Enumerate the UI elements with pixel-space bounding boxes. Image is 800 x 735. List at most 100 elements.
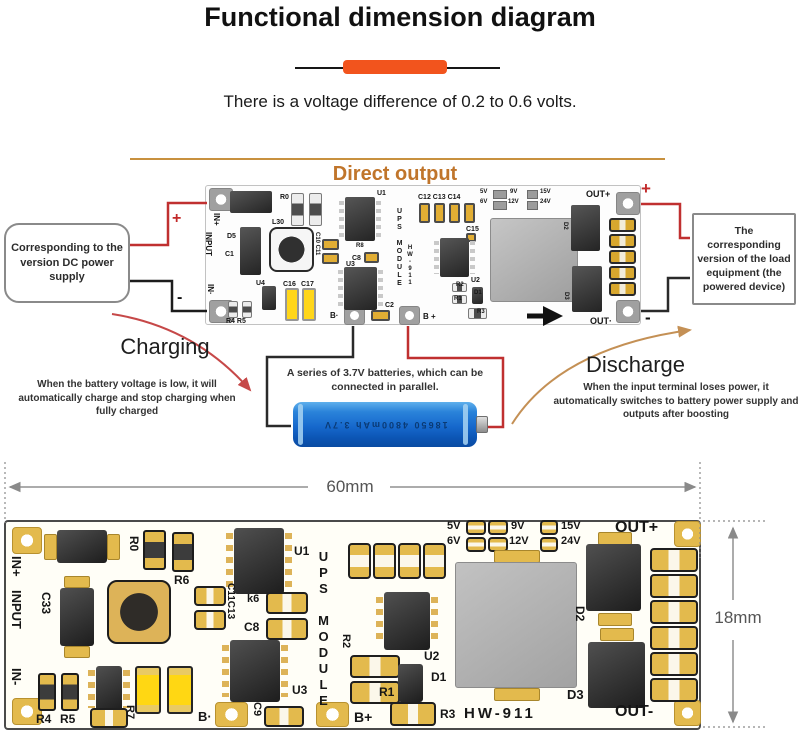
width-dimension-label: 60mm bbox=[314, 477, 386, 497]
capacitor bbox=[302, 288, 316, 321]
component-label: D5 bbox=[227, 233, 236, 240]
pad-out-plus bbox=[616, 192, 640, 215]
component-label: C10 C11 bbox=[314, 232, 320, 256]
power-supply-box-text: Corresponding to the version DC power su… bbox=[11, 241, 123, 284]
capacitor bbox=[135, 666, 161, 714]
capacitor bbox=[609, 266, 636, 280]
mosfet-d3 bbox=[572, 266, 602, 312]
power-supply-box: Corresponding to the version DC power su… bbox=[4, 223, 130, 303]
battery-print-text: 18650 4800mAh 3.7V bbox=[322, 419, 448, 430]
discharge-title: Discharge bbox=[585, 352, 686, 377]
load-equipment-box-text: The corresponding version of the load eq… bbox=[697, 224, 791, 294]
mosfet-d2 bbox=[571, 205, 600, 251]
component-label: U2 bbox=[471, 277, 480, 284]
pad-b-plus bbox=[316, 702, 349, 727]
polarity-minus: - bbox=[645, 308, 651, 327]
shield-block bbox=[490, 218, 578, 302]
component-label: UPS MODULE bbox=[396, 208, 403, 288]
diode bbox=[230, 191, 272, 213]
component-label: OUT+ bbox=[586, 189, 611, 199]
capacitor bbox=[609, 218, 636, 232]
component-label: 9V bbox=[511, 520, 525, 532]
capacitor bbox=[398, 543, 421, 579]
polarity-plus: + bbox=[641, 179, 651, 198]
component-label: IN+ bbox=[212, 213, 221, 226]
shield-block bbox=[455, 562, 577, 688]
diode bbox=[57, 530, 107, 563]
component-label: B+ bbox=[354, 709, 373, 725]
capacitor bbox=[464, 203, 475, 223]
pad-out-minus bbox=[674, 700, 701, 726]
charging-title: Charging bbox=[120, 334, 210, 359]
resistor bbox=[228, 301, 238, 318]
resistor bbox=[90, 708, 128, 728]
polarity-plus: + bbox=[172, 210, 182, 227]
battery-caption: A series of 3.7V batteries, which can be… bbox=[286, 367, 484, 394]
capacitor bbox=[373, 543, 396, 579]
component-label: R0 bbox=[127, 536, 141, 552]
pad bbox=[600, 628, 634, 641]
component-label: U3 bbox=[292, 683, 308, 697]
inductor bbox=[107, 580, 171, 644]
capacitor bbox=[650, 600, 698, 624]
component-label: R1 bbox=[454, 296, 462, 302]
component-label: INPUT bbox=[9, 590, 24, 629]
component-label: C8 bbox=[352, 255, 361, 262]
resistor bbox=[242, 301, 252, 318]
component-label: U1 bbox=[377, 190, 386, 197]
component-label: U1 bbox=[294, 544, 310, 558]
capacitor bbox=[650, 678, 698, 702]
pad-b-minus bbox=[215, 702, 248, 727]
battery-ring bbox=[463, 404, 468, 445]
component-label: C8 bbox=[244, 620, 260, 634]
component-label: D2 bbox=[562, 222, 568, 230]
jumper bbox=[466, 537, 486, 552]
pad-out-minus bbox=[616, 300, 640, 323]
component-label: R7 bbox=[124, 705, 136, 720]
resistor bbox=[452, 295, 467, 304]
component-label: L30 bbox=[272, 219, 285, 226]
mosfet-d3 bbox=[588, 642, 645, 708]
capacitor bbox=[167, 666, 193, 714]
component-label: C33 bbox=[39, 592, 53, 615]
component-label: R5 bbox=[60, 712, 76, 726]
wire-black-output bbox=[641, 276, 690, 313]
resistor bbox=[452, 283, 467, 292]
resistor bbox=[61, 673, 79, 711]
pad bbox=[494, 688, 540, 701]
capacitor bbox=[650, 626, 698, 650]
component-label: C12 C13 C14 bbox=[418, 194, 461, 201]
battery-body: 18650 4800mAh 3.7V bbox=[293, 402, 477, 447]
component-label: R1 bbox=[379, 685, 395, 699]
battery-ring bbox=[298, 404, 303, 445]
component-label: U3 bbox=[346, 261, 355, 268]
component-label: U2 bbox=[424, 649, 440, 663]
component-label: C11C13 bbox=[225, 583, 236, 620]
component-label: B + bbox=[423, 312, 436, 321]
component-label: C15 bbox=[466, 226, 479, 233]
component-label: D3 bbox=[567, 687, 584, 702]
resistor-k6 bbox=[266, 592, 308, 614]
inductor bbox=[269, 227, 314, 272]
component-label: 6V bbox=[447, 535, 461, 547]
pad-in-plus bbox=[12, 527, 42, 554]
capacitor bbox=[348, 543, 371, 579]
component-label: R6 bbox=[174, 573, 190, 587]
resistor bbox=[172, 532, 194, 572]
capacitor bbox=[609, 282, 636, 296]
capacitor bbox=[650, 574, 698, 598]
component-label: 12V bbox=[509, 535, 529, 547]
capacitor-c33 bbox=[60, 588, 94, 646]
component-label: D1 bbox=[474, 290, 482, 296]
component-label: R3 bbox=[440, 707, 456, 721]
capacitor bbox=[650, 548, 698, 572]
component-label: B· bbox=[198, 709, 212, 724]
component-label: B· bbox=[330, 311, 339, 320]
jumper bbox=[466, 520, 486, 535]
component-label: OUT- bbox=[615, 703, 654, 720]
resistor bbox=[350, 655, 400, 678]
pad bbox=[598, 613, 632, 626]
component-label: INPUT bbox=[204, 232, 213, 256]
resistor-icon-body bbox=[343, 60, 447, 74]
